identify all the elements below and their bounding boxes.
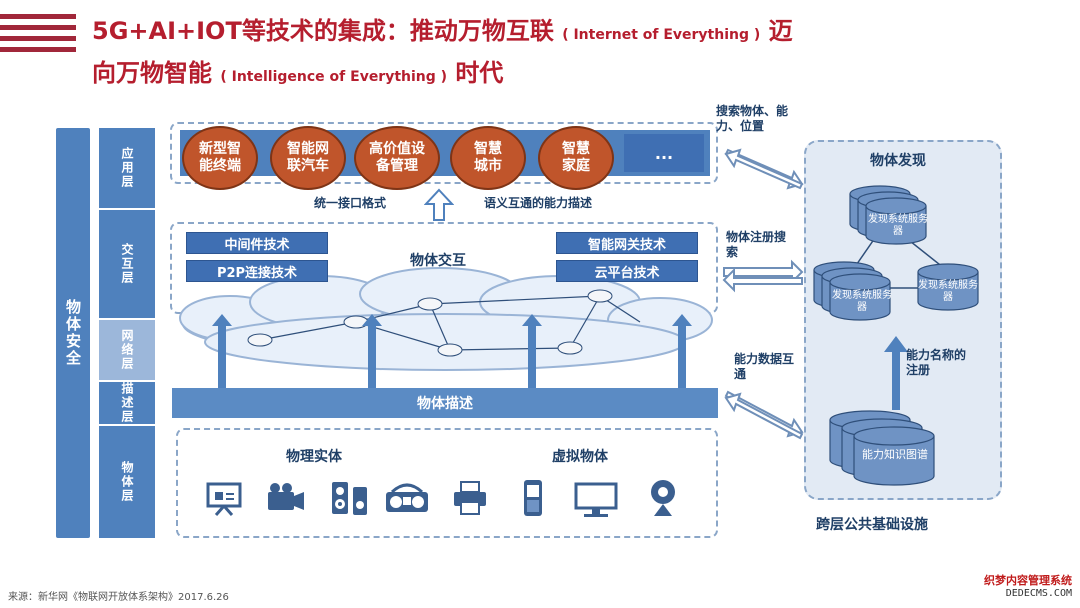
unified-interface-label: 统一接口格式 [314,196,387,210]
server-label-right: 发现系统服务器 [918,280,978,303]
layer-interaction: 交互层 [99,210,155,318]
middleware-tech-button: 中间件技术 [186,232,328,254]
knowledge-graph-db-icon [829,410,935,486]
mobile-phone-icon [524,480,542,516]
up-hollow-arrow-icon [424,188,454,221]
app-circle-device-management: 高价值设备管理 [354,126,440,190]
object-security-bar: 物体安全 [56,128,90,538]
app-more: ... [624,134,704,172]
interaction-title: 物体交互 [410,253,466,269]
title-line-1: 5G+AI+IOT等技术的集成：推动万物互联 ( Internet of Eve… [92,17,793,45]
radio-icon [386,483,428,512]
infrastructure-footer: 跨层公共基础设施 [816,517,928,533]
printer-icon [454,481,486,515]
object-security-label: 物体安全 [64,299,82,367]
p2p-tech-button: P2P连接技术 [186,260,328,282]
app-circle-smart-city: 智慧城市 [450,126,526,190]
speaker-small-icon [353,487,367,515]
knowledge-graph-label: 能力知识图谱 [862,448,928,461]
object-register-label: 物体注册搜索 [726,230,787,259]
header-stripes-logo [0,14,76,58]
capability-name-register-label: 能力名称的注册 [906,348,967,377]
search-object-label: 搜索物体、能力、位置 [716,104,789,133]
application-bar [180,130,710,176]
layer-object: 物体层 [99,426,155,538]
smart-gateway-button: 智能网关技术 [556,232,698,254]
network-cloud-icon [179,267,713,371]
source-citation: 来源：新华网《物联网开放体系架构》2017.6.26 [8,592,229,603]
object-layer-box [176,428,718,538]
capability-data-label: 能力数据互通 [734,352,795,381]
presentation-board-icon [206,482,242,516]
application-layer-box [170,122,718,184]
watermark-cn: 织梦内容管理系统 [984,574,1072,587]
object-description-bar: 物体描述 [172,388,718,418]
layer-app: 应用层 [99,128,155,208]
monitor-icon [574,482,618,517]
discovery-server-left-icon [813,261,891,321]
server-label-left: 发现系统服务器 [832,290,892,313]
physical-entity-label: 物理实体 [286,449,342,465]
semantic-capability-label: 语义互通的能力描述 [484,196,593,210]
app-circle-connected-car: 智能网联汽车 [270,126,346,190]
title-line-2: 向万物智能 ( Intelligence of Everything ) 时代 [92,59,504,87]
object-discovery-title: 物体发现 [870,153,926,169]
speaker-icon [332,482,348,514]
layer-description: 描述层 [99,382,155,424]
vertical-arrows-icon [212,314,692,392]
discovery-server-top-icon [849,185,927,245]
page-title: 5G+AI+IOT等技术的集成：推动万物互联 ( Internet of Eve… [92,12,1052,96]
webcam-icon [651,480,675,516]
discovery-server-right-icon [917,263,979,311]
video-camera-icon [268,483,304,510]
cloud-platform-button: 云平台技术 [556,260,698,282]
virtual-object-label: 虚拟物体 [552,449,608,465]
double-arrows-icon [722,148,804,440]
server-label-top: 发现系统服务器 [868,214,928,237]
app-circle-smart-home: 智慧家庭 [538,126,614,190]
watermark-en: DEDECMS.COM [1005,588,1072,599]
app-circle-smart-terminal: 新型智能终端 [182,126,258,190]
layer-network: 网络层 [99,320,155,380]
